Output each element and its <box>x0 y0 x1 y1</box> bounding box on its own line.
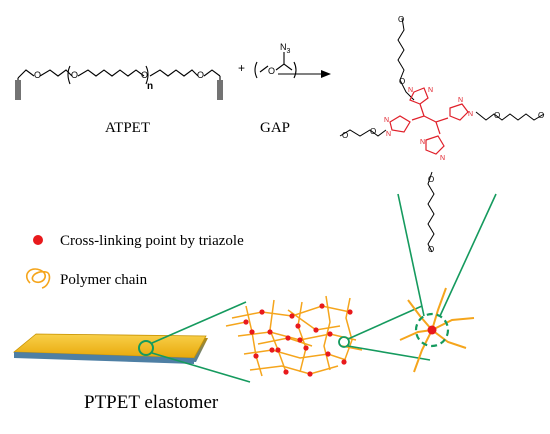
network-crosslink-point <box>303 345 309 351</box>
network-crosslink-point <box>249 329 255 335</box>
triazole-n: N <box>384 117 389 124</box>
network-crosslink-point <box>341 359 347 365</box>
zoomed-crosslink <box>399 287 475 373</box>
polymer-chain-legend-marker <box>25 268 51 289</box>
polymer-network <box>225 295 363 377</box>
oxygen-atom: O <box>538 111 544 120</box>
network-crosslink-point <box>267 329 273 335</box>
oxygen-atom: O <box>398 15 404 24</box>
repeat-n-label: n <box>147 81 153 92</box>
product-chains <box>339 17 545 253</box>
polymer-chain-legend-label: Polymer chain <box>60 272 148 288</box>
network-crosslink-point <box>307 371 313 377</box>
triazole-n: N <box>428 87 433 94</box>
product-oxygen-atoms: O O O O O O O O <box>342 15 544 254</box>
network-crosslink-point <box>295 323 301 329</box>
network-crosslink-point <box>297 337 303 343</box>
oxygen-atom: O <box>34 70 41 80</box>
gap-label: GAP <box>260 120 290 136</box>
gap-structure <box>254 52 297 79</box>
crosslink-legend-label: Cross-linking point by triazole <box>60 233 244 249</box>
crosslink-point <box>427 325 437 335</box>
oxygen-atom: O <box>197 70 204 80</box>
triazole-n: N <box>458 97 463 104</box>
crosslink-zoom-circle <box>414 312 450 348</box>
slab-callout <box>138 301 251 383</box>
network-crosslink-point <box>283 369 289 375</box>
atpet-oxygen-atoms: O O O O <box>34 70 204 80</box>
triazole-n: N <box>440 155 445 162</box>
oxygen-atom: O <box>399 77 405 86</box>
triazole-n: N <box>386 131 391 138</box>
oxygen-atom: O <box>342 131 348 140</box>
elastomer-label: PTPET elastomer <box>84 392 219 413</box>
triazole-n: N <box>468 111 473 118</box>
triazole-core <box>389 87 469 155</box>
network-crosslink-point <box>289 313 295 319</box>
oxygen-atom: O <box>370 127 376 136</box>
molecule-callout <box>397 193 497 317</box>
network-crosslink-point <box>319 303 325 309</box>
atpet-structure <box>15 65 223 100</box>
network-crosslink-point <box>259 309 265 315</box>
oxygen-atom: O <box>428 175 434 184</box>
elastomer-slab <box>12 333 208 364</box>
network-crosslink-point <box>347 309 353 315</box>
triazole-n: N <box>420 139 425 146</box>
network-crosslink-point <box>253 353 259 359</box>
network-crosslink-point <box>285 335 291 341</box>
network-callout <box>347 305 431 361</box>
network-crosslink-point <box>313 327 319 333</box>
atpet-label: ATPET <box>105 120 150 136</box>
gap-oxygen-atom: O <box>268 66 275 76</box>
oxygen-atom: O <box>428 245 434 254</box>
triazole-atoms: N N N N N N N N <box>384 87 473 162</box>
triazole-n: N <box>408 87 413 94</box>
oxygen-atom: O <box>71 70 78 80</box>
network-crosslink-point <box>243 319 249 325</box>
network-crosslink-point <box>325 351 331 357</box>
network-crosslink-points <box>243 303 353 377</box>
azide-label: N3 <box>280 42 291 55</box>
oxygen-atom: O <box>141 70 148 80</box>
plus-sign: + <box>238 61 245 75</box>
network-crosslink-point <box>327 331 333 337</box>
network-crosslink-point <box>269 347 275 353</box>
crosslink-legend-marker <box>33 235 43 245</box>
network-crosslink-point <box>275 347 281 353</box>
oxygen-atom: O <box>494 111 500 120</box>
network-zoom-circle <box>338 336 350 348</box>
